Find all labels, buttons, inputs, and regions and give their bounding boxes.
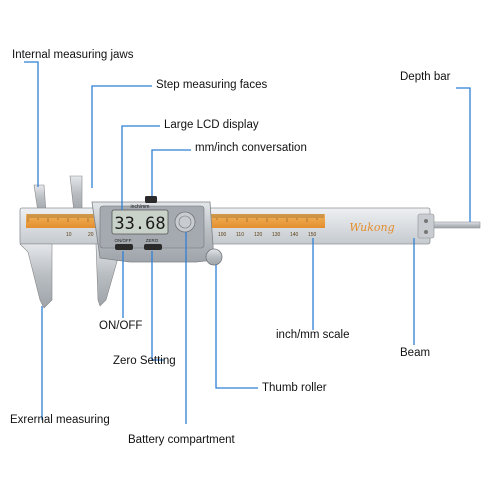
lcd-display: 33.68 [111, 209, 169, 235]
label-battery: Battery compartment [128, 434, 235, 446]
leader-zero [151, 251, 164, 361]
label-onoff: ON/OFF [99, 320, 143, 332]
label-lcd-display: Large LCD display [164, 119, 259, 131]
onoff-button[interactable] [115, 244, 133, 250]
battery-compartment [174, 211, 196, 233]
label-thumb-roller: Thumb roller [262, 382, 327, 394]
label-mm-inch: mm/inch conversation [195, 142, 307, 154]
label-beam: Beam [400, 347, 431, 359]
label-internal-jaws: Internal measuring jaws [12, 49, 134, 61]
label-step-faces: Step measuring faces [156, 79, 268, 91]
mm-inch-button[interactable] [145, 196, 157, 203]
brand-logo: Wukong [349, 221, 394, 234]
label-inch-mm-scale: inch/mm scale [276, 329, 350, 341]
label-depth-bar: Depth bar [400, 71, 451, 83]
scale-number: 20 [88, 232, 94, 238]
leader-thumb [215, 265, 258, 389]
depth-bar [417, 213, 481, 239]
zero-button-label: ZERO [146, 238, 159, 243]
leader-internal-jaws [24, 61, 39, 187]
unit-button-label: inch/mm [131, 204, 150, 210]
leader-mm-inch [151, 149, 191, 196]
internal-jaws [33, 175, 83, 213]
thumb-roller[interactable] [205, 248, 223, 266]
onoff-button-label: ON/OFF [115, 238, 132, 243]
leader-depth-bar [456, 87, 471, 222]
scale-number: 120 [254, 232, 263, 238]
scale-number: 10 [66, 232, 72, 238]
lcd-reading: 33.68 [114, 214, 165, 234]
label-zero-setting: Zero Setting [113, 355, 176, 367]
leader-lcd [121, 125, 160, 210]
zero-button[interactable] [144, 244, 162, 250]
label-external: Exrernal measuring [10, 414, 110, 426]
leader-step-faces [91, 85, 152, 188]
scale-number: 110 [236, 232, 244, 238]
scale-number: 130 [272, 232, 281, 238]
scale-number: 100 [218, 232, 227, 238]
scale-number: 140 [290, 232, 299, 238]
scale-number: 150 [308, 232, 317, 238]
external-jaws [19, 243, 127, 309]
